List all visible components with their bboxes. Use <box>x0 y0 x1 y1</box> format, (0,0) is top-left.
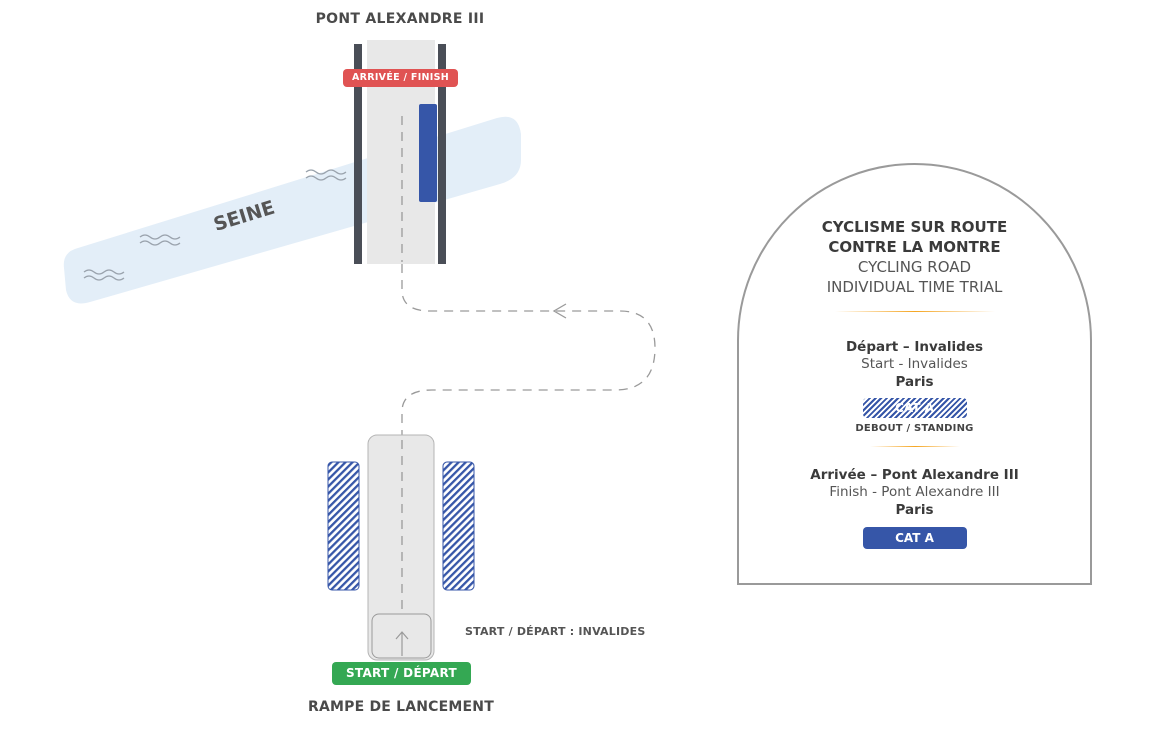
standing-zone-right <box>442 461 475 591</box>
finish-venue-title: Arrivée – Pont Alexandre III <box>810 467 1019 483</box>
bridge-label: PONT ALEXANDRE III <box>315 11 485 27</box>
divider <box>834 311 995 312</box>
standing-zone-left <box>327 461 360 591</box>
start-venue-sub: Start - Invalides <box>861 356 968 372</box>
wave-icons <box>83 169 347 281</box>
standing-note: DEBOUT / STANDING <box>855 423 974 434</box>
event-info-panel: CYCLISME SUR ROUTE CONTRE LA MONTRE CYCL… <box>737 163 1092 585</box>
start-venue-title: Départ – Invalides <box>845 339 984 355</box>
course-route <box>401 264 656 435</box>
title-fr-line1: CYCLISME SUR ROUTE <box>821 218 1008 236</box>
finish-venue-city: Paris <box>895 502 934 518</box>
ramp-label: RAMPE DE LANCEMENT <box>308 699 494 715</box>
finish-category-zone <box>419 104 437 202</box>
finish-venue-sub: Finish - Pont Alexandre III <box>829 484 1000 500</box>
finish-category-badge: CAT A <box>862 527 967 549</box>
divider-small <box>869 446 960 447</box>
title-en-line1: CYCLING ROAD <box>857 258 972 276</box>
start-road <box>367 434 435 661</box>
start-location-label: START / DÉPART : INVALIDES <box>465 625 646 638</box>
seine-river: SEINE <box>63 116 522 304</box>
start-banner: START / DÉPART <box>332 662 471 685</box>
finish-banner: ARRIVÉE / FINISH <box>343 69 458 87</box>
start-venue-city: Paris <box>895 374 934 390</box>
up-arrow-icon <box>395 631 409 656</box>
title-fr-line2: CONTRE LA MONTRE <box>828 238 1001 256</box>
direction-arrow-icon <box>552 303 567 319</box>
title-en-line2: INDIVIDUAL TIME TRIAL <box>826 278 1003 296</box>
start-category-badge: CAT A <box>862 398 967 418</box>
